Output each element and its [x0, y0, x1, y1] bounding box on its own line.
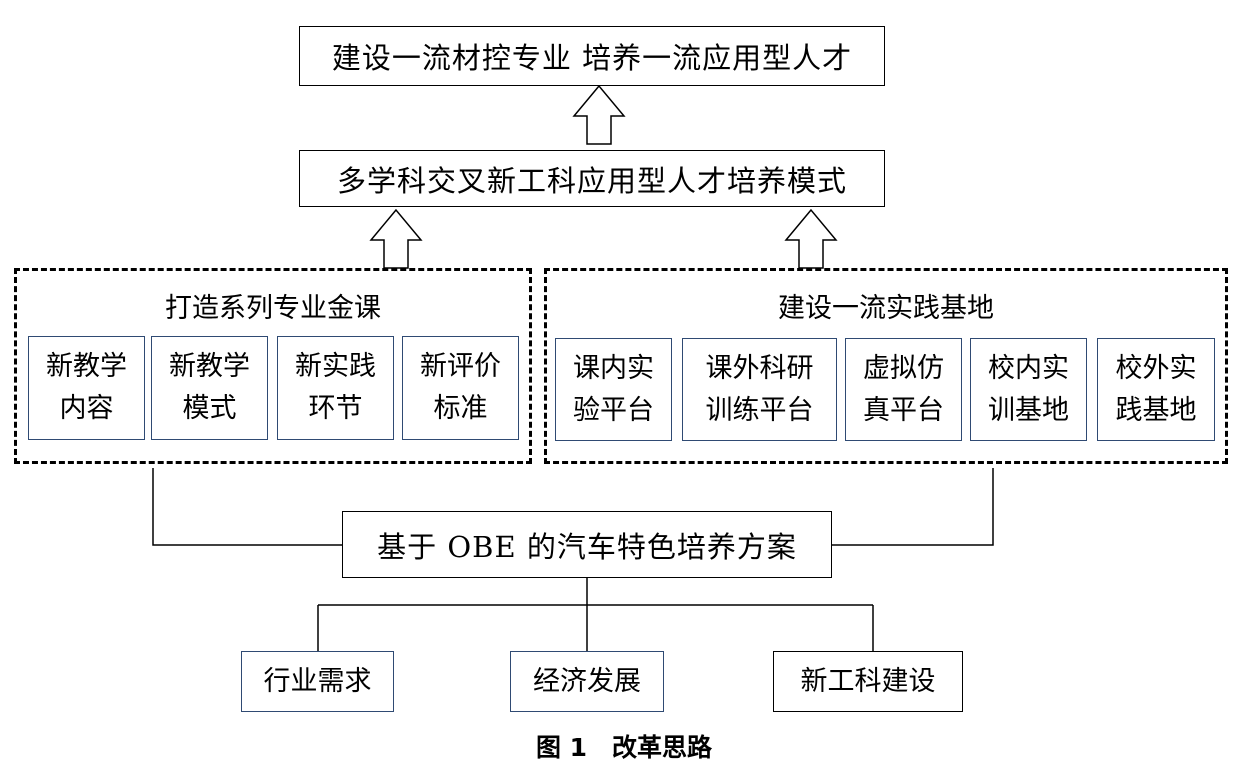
top-goal-box: 建设一流材控专业 培养一流应用型人才	[299, 26, 885, 86]
base-plan-box: 基于 OBE 的汽车特色培养方案	[342, 511, 832, 578]
arrow-up-left	[369, 208, 423, 269]
bottom-box-text: 新工科建设	[800, 665, 936, 697]
item-line: 虚拟仿	[863, 352, 944, 384]
bottom-box-economy: 经济发展	[510, 651, 664, 712]
left-group-title: 打造系列专业金课	[165, 293, 381, 324]
base-plan-text: 基于 OBE 的汽车特色培养方案	[377, 529, 797, 564]
mode-text: 多学科交叉新工科应用型人才培养模式	[336, 163, 847, 198]
left-item-1: 新教学内容	[28, 336, 145, 440]
item-line: 践基地	[1115, 394, 1197, 426]
item-line: 校外实	[1115, 352, 1197, 384]
arrow-up-right	[784, 208, 838, 269]
item-line: 新实践	[295, 351, 376, 382]
item-line: 环节	[308, 393, 363, 424]
right-item-5: 校外实践基地	[1097, 338, 1215, 441]
item-line: 真平台	[863, 394, 944, 426]
item-line: 模式	[182, 393, 237, 424]
right-item-3: 虚拟仿真平台	[845, 338, 962, 441]
top-goal-text: 建设一流材控专业 培养一流应用型人才	[331, 41, 853, 75]
connector-right-group	[832, 468, 994, 546]
item-line: 训基地	[988, 394, 1069, 426]
connector-left-group	[152, 468, 342, 546]
item-line: 内容	[59, 393, 114, 424]
right-group-title: 建设一流实践基地	[778, 293, 994, 324]
item-line: 新评价	[420, 351, 501, 382]
bottom-box-text: 经济发展	[533, 665, 641, 697]
item-line: 训练平台	[705, 394, 814, 426]
left-item-4: 新评价标准	[402, 336, 519, 440]
item-line: 标准	[433, 393, 488, 424]
mode-box: 多学科交叉新工科应用型人才培养模式	[299, 150, 885, 207]
left-group-frame	[14, 268, 532, 464]
arrow-up-top	[572, 84, 626, 145]
right-item-1: 课内实验平台	[555, 338, 672, 441]
item-line: 新教学	[46, 351, 127, 382]
left-item-3: 新实践环节	[277, 336, 394, 440]
bottom-box-new-engineering: 新工科建设	[773, 651, 963, 712]
left-item-2: 新教学模式	[151, 336, 268, 440]
item-line: 新教学	[169, 351, 250, 382]
item-line: 校内实	[988, 352, 1069, 384]
right-item-2: 课外科研训练平台	[682, 338, 837, 441]
right-group-frame	[544, 268, 1228, 464]
bottom-box-industry: 行业需求	[241, 651, 394, 712]
item-line: 验平台	[573, 394, 654, 426]
item-line: 课外科研	[705, 352, 814, 384]
right-item-4: 校内实训基地	[970, 338, 1087, 441]
bottom-box-text: 行业需求	[263, 665, 372, 697]
item-line: 课内实	[573, 352, 654, 384]
figure-caption: 图 1 改革思路	[535, 733, 713, 762]
